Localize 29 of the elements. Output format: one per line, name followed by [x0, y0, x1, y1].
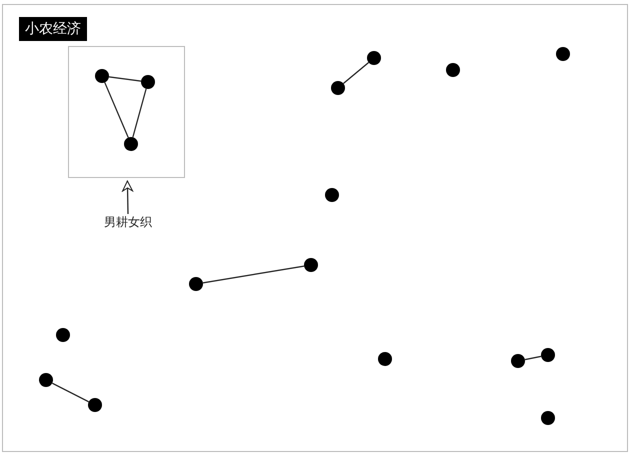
connector-line: [524, 356, 542, 360]
dot: [88, 398, 102, 412]
dot: [446, 63, 460, 77]
inset-box: [68, 46, 185, 178]
connector-line: [343, 62, 369, 84]
connector-line: [132, 88, 147, 138]
dot: [39, 373, 53, 387]
dot: [124, 137, 138, 151]
dot: [541, 411, 555, 425]
arrow: [122, 180, 134, 214]
dot: [511, 354, 525, 368]
dot: [378, 352, 392, 366]
dot: [367, 51, 381, 65]
dot: [331, 81, 345, 95]
connector-line: [104, 82, 129, 138]
dot: [56, 328, 70, 342]
connector-line: [202, 266, 304, 284]
title-label: 小农经济: [19, 17, 87, 41]
connector-line: [52, 382, 90, 402]
dot: [189, 277, 203, 291]
dot: [141, 75, 155, 89]
annotation-text: 男耕女织: [98, 214, 158, 232]
connector-line: [108, 76, 142, 82]
dot: [325, 188, 339, 202]
dot: [556, 47, 570, 61]
dot: [95, 69, 109, 83]
dot: [304, 258, 318, 272]
dot: [541, 348, 555, 362]
frame: [2, 4, 628, 452]
